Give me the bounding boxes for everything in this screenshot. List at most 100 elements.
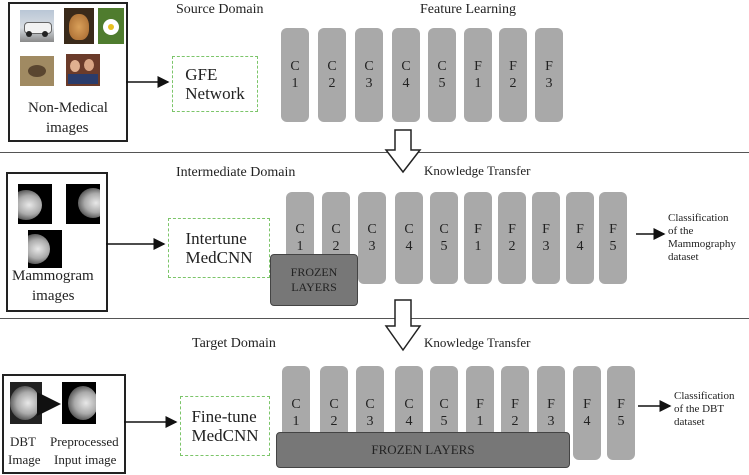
mammogram-thumbnail-2	[66, 184, 100, 224]
layer-type: F	[609, 222, 617, 237]
layer-index: 3	[545, 76, 553, 91]
layer-index: 1	[474, 239, 482, 254]
preprocessed-label-line1: Preprocessed	[50, 434, 119, 449]
layer-type: C	[291, 397, 301, 412]
mammogram-thumbnail-1	[18, 184, 52, 224]
layer-index: 3	[366, 414, 374, 429]
dbt-thumbnail	[10, 382, 42, 424]
layer-type: C	[290, 59, 300, 74]
people-thumbnail	[66, 54, 100, 86]
separator-2	[0, 318, 749, 319]
layer-index: 5	[609, 239, 617, 254]
layer-index: 3	[368, 239, 376, 254]
source-domain-title: Source Domain	[176, 2, 264, 17]
layer-type: C	[329, 397, 339, 412]
dbt-images-panel: DBT Image Preprocessed Input image	[2, 374, 126, 474]
dbt-out-line3: dataset	[674, 416, 705, 428]
layer-index: 4	[405, 239, 413, 254]
finetune-line2: MedCNN	[191, 426, 259, 445]
layer-type: F	[474, 222, 482, 237]
layer-index: 5	[440, 239, 448, 254]
flower-thumbnail	[98, 8, 124, 44]
layer-type: F	[509, 59, 517, 74]
intermediate-frozen-layers: FROZEN LAYERS	[270, 254, 358, 306]
mammogram-label-line1: Mammogram	[12, 268, 94, 284]
dog-thumbnail	[64, 8, 94, 44]
target-frozen-layers: FROZEN LAYERS	[276, 432, 570, 468]
layer-type: C	[404, 397, 414, 412]
layer-index: 3	[547, 414, 555, 429]
layer-index: 2	[508, 239, 516, 254]
layer-type: C	[439, 222, 449, 237]
layer-type: C	[331, 222, 341, 237]
layer-type: F	[474, 59, 482, 74]
layer-index: 3	[542, 239, 550, 254]
layer-index: 1	[291, 76, 299, 91]
layer-type: F	[583, 397, 591, 412]
car-thumbnail	[20, 10, 54, 42]
mammo-out-line3: Mammography	[668, 238, 736, 250]
preprocessed-thumbnail	[62, 382, 96, 424]
gfe-network-line1: GFE	[185, 65, 218, 84]
dbt-out-line2: of the DBT	[674, 403, 725, 415]
layer-type: C	[437, 59, 447, 74]
mammogram-thumbnail-3	[28, 230, 62, 268]
dbt-out-line1: Classification	[674, 390, 735, 402]
layer-type: C	[367, 222, 377, 237]
layer-type: F	[511, 397, 519, 412]
target-domain-title: Target Domain	[192, 336, 276, 351]
layer-index: 4	[576, 239, 584, 254]
dbt-classification-output: Classification of the DBT dataset	[674, 390, 735, 429]
layer-index: 4	[402, 76, 410, 91]
mammogram-images-panel: Mammogram images	[6, 172, 108, 312]
dbt-label-line2: Image	[8, 452, 41, 467]
layer-type: F	[547, 397, 555, 412]
source-images-panel: Non-Medical images	[8, 2, 128, 142]
intermediate-domain-title: Intermediate Domain	[176, 165, 296, 180]
preprocessed-label-line2: Input image	[54, 452, 117, 467]
dbt-label-line1: DBT	[10, 434, 36, 449]
knowledge-transfer-label-2: Knowledge Transfer	[424, 335, 531, 350]
non-medical-label-line1: Non-Medical	[28, 100, 108, 116]
mammo-out-line4: dataset	[668, 251, 699, 263]
layer-type: C	[364, 59, 374, 74]
layer-type: F	[508, 222, 516, 237]
layer-index: 2	[332, 239, 340, 254]
separator-1	[0, 152, 749, 153]
mammo-out-line2: of the	[668, 225, 694, 237]
layer-type: C	[439, 397, 449, 412]
layer-type: C	[365, 397, 375, 412]
layer-index: 2	[509, 76, 517, 91]
layer-index: 2	[511, 414, 519, 429]
layer-index: 3	[365, 76, 373, 91]
mammography-classification-output: Classification of the Mammography datase…	[668, 212, 736, 264]
layer-index: 4	[583, 414, 591, 429]
transfer-block-arrow-1	[384, 129, 422, 174]
bird-thumbnail	[20, 56, 54, 86]
layer-type: C	[327, 59, 337, 74]
layer-index: 2	[328, 76, 336, 91]
frozen-line2: LAYERS	[291, 280, 337, 294]
layer-index: 5	[438, 76, 446, 91]
layer-index: 2	[330, 414, 338, 429]
gfe-network-line2: Network	[185, 84, 245, 103]
